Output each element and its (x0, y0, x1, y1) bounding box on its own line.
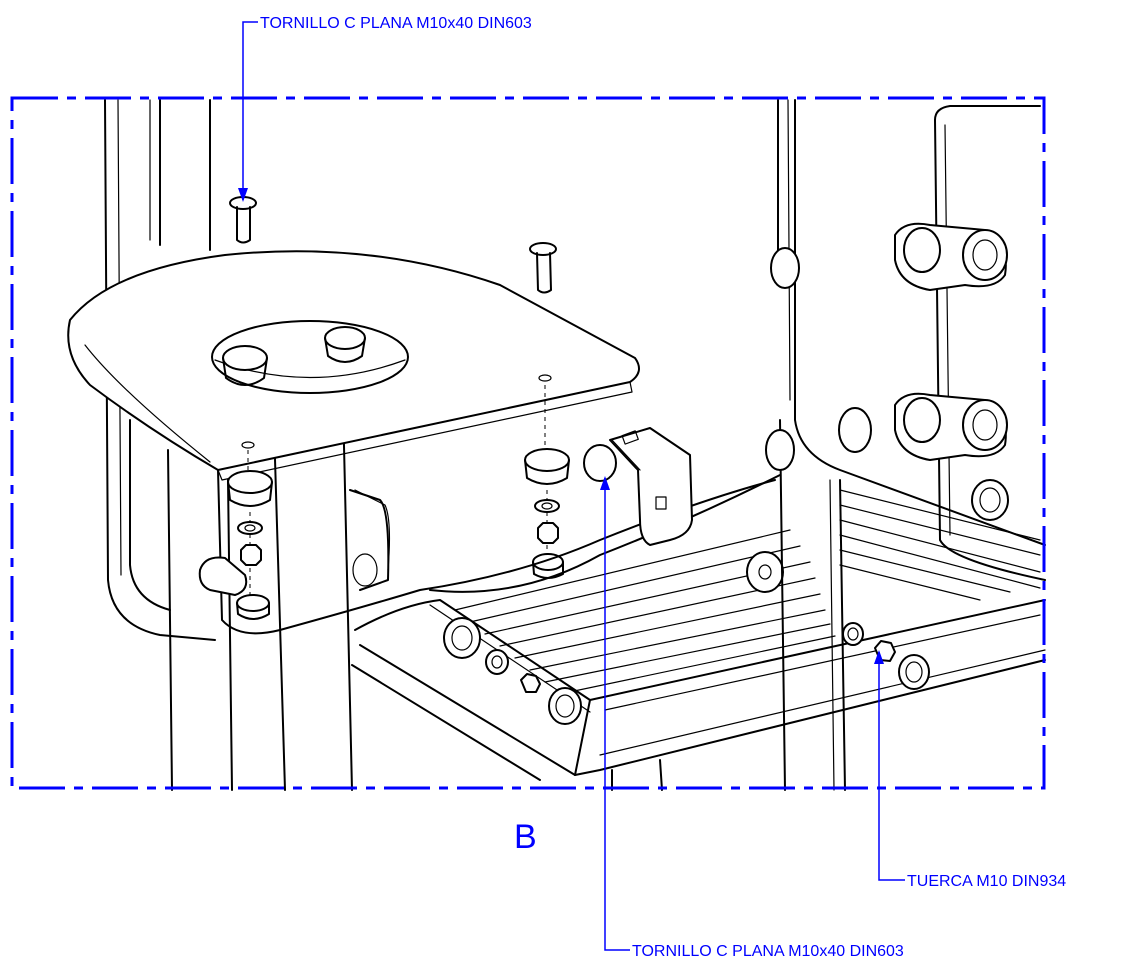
plate-hole-right (538, 374, 552, 382)
assembly-linework (67, 99, 1046, 791)
plate-pad-left (222, 345, 268, 386)
step-fitting-middle (746, 551, 784, 593)
right-frame (765, 99, 1046, 791)
hardware-stack-left (227, 450, 273, 620)
hardware-stack-middle (524, 385, 570, 579)
step-fittings-left (443, 617, 582, 725)
left-frame-tube (104, 99, 233, 791)
detail-view-label: B (514, 818, 537, 856)
leader-line-nut-right (878, 652, 905, 881)
plate-hole-left (241, 441, 255, 449)
plate-pad-right (324, 326, 366, 363)
detail-view-boundary (10, 96, 1046, 790)
callout-label-bolt-bottom: TORNILLO C PLANA M10x40 DIN603 (632, 943, 904, 960)
leader-line-bolt-bottom (604, 478, 630, 951)
arrowhead-bolt-bottom (600, 476, 610, 490)
callout-bolt-bottom: TORNILLO C PLANA M10x40 DIN603 (600, 476, 904, 960)
step-cross-tubes (351, 599, 1046, 791)
arrowhead-nut-right (874, 650, 884, 664)
right-plate-loops (894, 222, 1009, 521)
carriage-bolt-top-left (229, 196, 257, 244)
carriage-bolt-top-middle (529, 242, 557, 294)
callout-bolt-top: TORNILLO C PLANA M10x40 DIN603 (238, 15, 532, 202)
callout-nut-right: TUERCA M10 DIN934 (874, 650, 1066, 890)
top-plate (67, 250, 640, 481)
step-fittings-right (842, 622, 930, 690)
side-panel (217, 469, 781, 635)
callout-label-bolt-top: TORNILLO C PLANA M10x40 DIN603 (260, 15, 532, 32)
tube-cap-left (198, 556, 248, 596)
leader-line-bolt-top (242, 21, 258, 200)
step-tread-grooves (454, 489, 1041, 695)
callout-label-nut-right: TUERCA M10 DIN934 (907, 873, 1066, 890)
angle-bracket (583, 427, 693, 546)
arrowhead-bolt-top (238, 188, 248, 202)
